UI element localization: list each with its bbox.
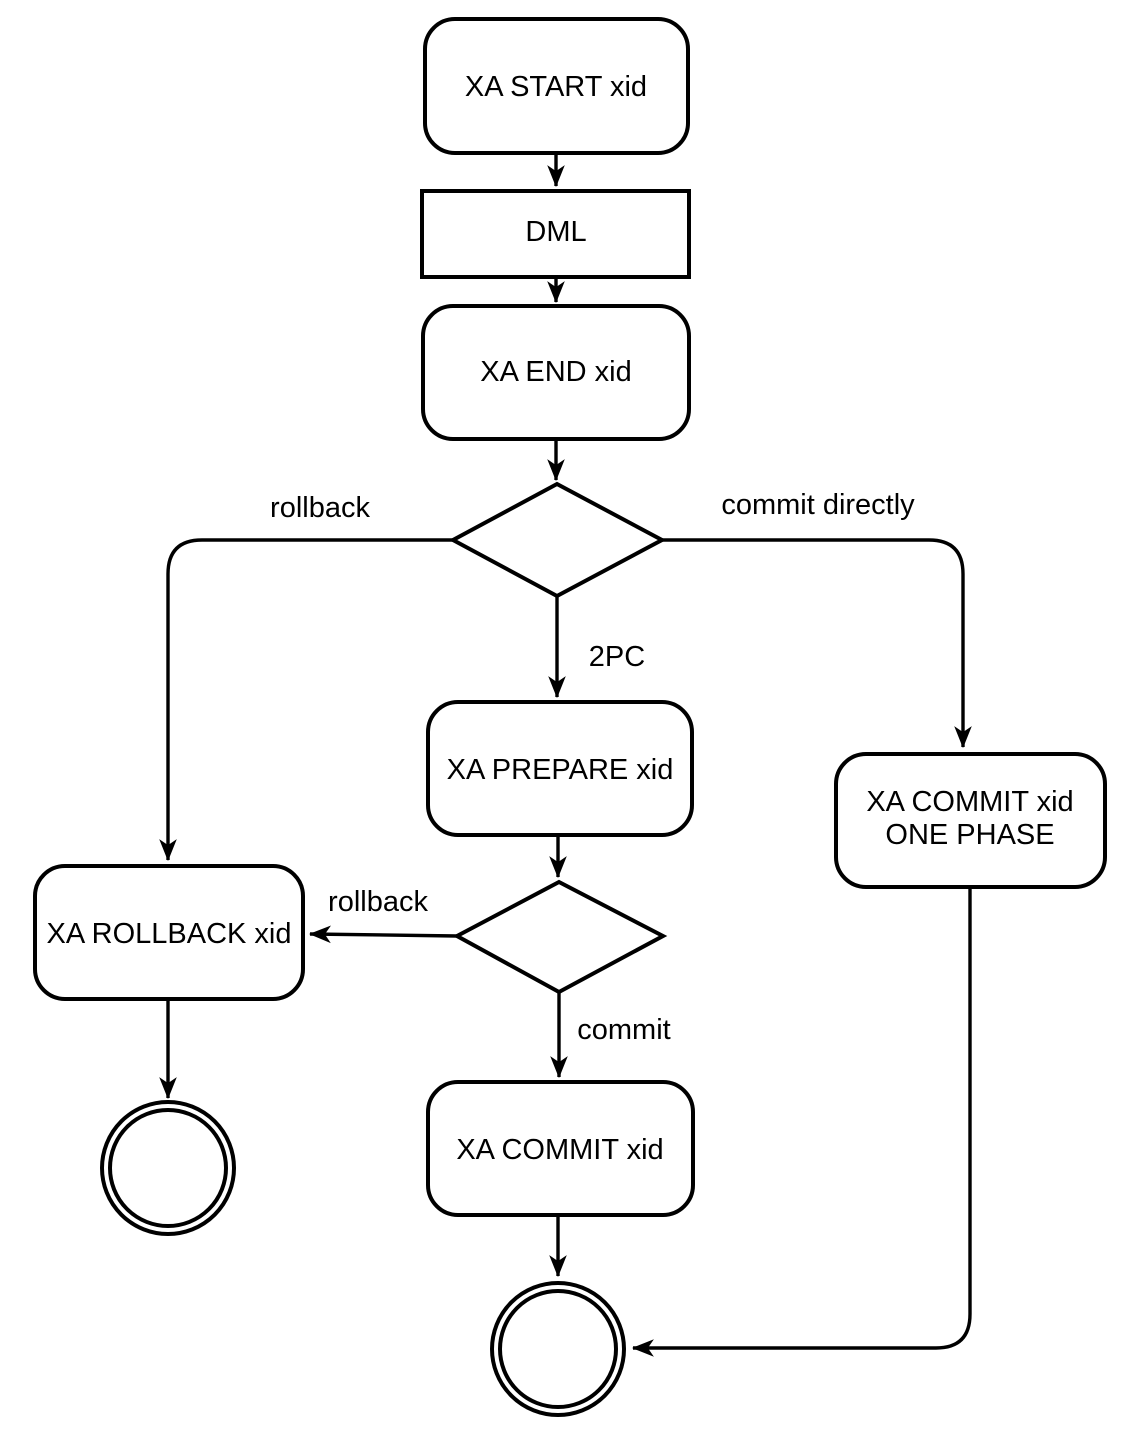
xa-prepare-box [426,700,694,837]
xa-commit-one-phase-label-line1: XA COMMIT xid [866,786,1073,818]
xa-commit-one-phase-box [834,752,1107,889]
node-decision-after-prepare [452,879,668,995]
decision1-diamond [448,481,667,599]
node-end-state-commit [490,1281,626,1417]
xa-end-label: XA END xid [480,356,632,388]
edge-decision-rollback-branch [159,538,453,862]
node-xa-end: XA END xid [421,304,691,441]
xa-commit-box [426,1080,695,1217]
edge-onephase-to-endstate [631,887,972,1357]
xa-commit-label: XA COMMIT xid [456,1134,663,1166]
xa-start-box [423,17,690,155]
xa-rollback-box [33,864,305,1001]
xa-prepare-label: XA PREPARE xid [447,754,674,786]
node-end-state-rollback [100,1100,236,1236]
edge-label-rollback-1: rollback [270,492,370,524]
dml-box [420,189,691,279]
node-xa-commit-one-phase: XA COMMIT xid ONE PHASE [834,752,1107,889]
node-xa-start: XA START xid [423,17,690,155]
end-circle-rollback-inner [108,1108,228,1228]
edge-labels: rollback commit directly 2PC rollback co… [270,489,915,1046]
edge-decision2-rollback-branch [308,925,458,944]
xa-rollback-label: XA ROLLBACK xid [47,918,292,950]
node-xa-prepare: XA PREPARE xid [426,700,694,837]
edge-label-rollback-2: rollback [328,886,428,918]
node-xa-rollback: XA ROLLBACK xid [33,864,305,1001]
edge-label-2pc: 2PC [589,641,645,673]
end-circle-commit-inner [498,1289,618,1409]
edges [159,153,972,1357]
decision2-diamond [452,879,668,995]
xa-start-label: XA START xid [465,71,647,103]
edge-label-commit-directly: commit directly [721,489,915,521]
edge-label-commit: commit [577,1014,670,1046]
xa-commit-one-phase-label-line2: ONE PHASE [885,819,1054,851]
edge-decision-commit-directly-branch [662,538,972,749]
node-decision-after-end [448,481,667,599]
node-xa-commit: XA COMMIT xid [426,1080,695,1217]
node-dml: DML [420,189,691,279]
dml-label: DML [525,216,586,248]
xa-end-box [421,304,691,441]
